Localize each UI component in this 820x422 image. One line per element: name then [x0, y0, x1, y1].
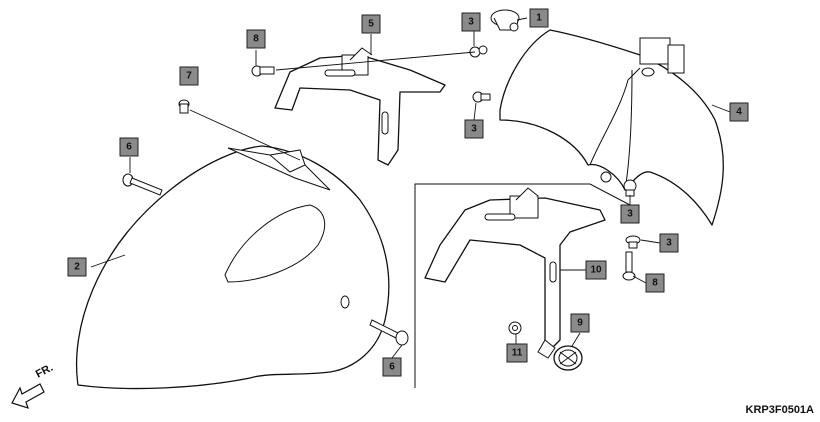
svg-text:11: 11: [512, 348, 523, 359]
callout-3d: 3: [659, 233, 679, 253]
svg-text:3: 3: [471, 124, 477, 135]
svg-text:2: 2: [74, 262, 80, 273]
fender-bracket-lower: [424, 187, 606, 359]
diagram-id-label: KRP3F0501A: [745, 404, 814, 416]
svg-text:6: 6: [126, 142, 132, 153]
inner-fender: [499, 29, 724, 226]
front-direction-label: FR.: [34, 362, 55, 381]
callout-3c: 3: [620, 204, 640, 224]
screw-part-3d: [625, 235, 641, 249]
callout-8b: 8: [645, 273, 665, 293]
bolt-part-6b: [369, 319, 409, 346]
front-arrow-icon: [11, 383, 45, 409]
svg-text:1: 1: [536, 13, 542, 24]
callout-9: 9: [570, 313, 590, 333]
svg-text:3: 3: [468, 17, 474, 28]
callout-6a: 6: [119, 137, 139, 157]
callout-5: 5: [361, 14, 381, 34]
reflector-part-9: [553, 345, 583, 371]
svg-text:3: 3: [666, 238, 672, 249]
svg-text:9: 9: [577, 318, 583, 329]
callout-10: 10: [585, 260, 607, 280]
fender-bracket-upper: [274, 47, 446, 166]
callout-3b: 3: [464, 119, 484, 139]
screw-part-3b: [472, 91, 491, 103]
bolt-part-6a: [122, 173, 163, 196]
callout-11: 11: [506, 343, 528, 363]
clip-part-1: [490, 9, 520, 32]
callout-6b: 6: [382, 357, 402, 377]
svg-text:4: 4: [736, 107, 742, 118]
svg-text:7: 7: [186, 71, 192, 82]
callout-3a: 3: [461, 12, 481, 32]
bolt-part-7: [178, 99, 190, 114]
nut-part-11: [508, 321, 522, 335]
callout-2: 2: [67, 257, 87, 277]
callout-4: 4: [729, 102, 749, 122]
inset-frame: [414, 183, 631, 388]
callout-8a: 8: [246, 29, 266, 49]
svg-text:3: 3: [627, 209, 633, 220]
front-fender: [75, 145, 390, 390]
bolt-part-8a: [251, 65, 275, 77]
svg-text:8: 8: [253, 34, 259, 45]
svg-text:10: 10: [590, 265, 602, 276]
screw-part-3c: [623, 179, 637, 197]
callout-7: 7: [179, 66, 199, 86]
screw-part-3a: [469, 45, 488, 58]
leader-lines: [90, 17, 731, 359]
bolt-part-8b: [622, 251, 636, 281]
svg-text:5: 5: [368, 19, 374, 30]
callout-1: 1: [529, 8, 549, 28]
svg-text:8: 8: [652, 278, 658, 289]
svg-text:6: 6: [389, 362, 395, 373]
front-direction-indicator: FR.: [11, 362, 55, 409]
